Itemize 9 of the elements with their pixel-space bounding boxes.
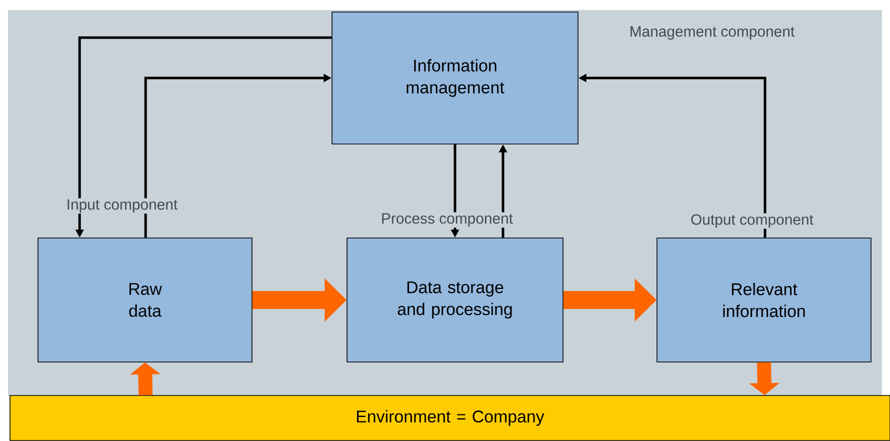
- component-label: Output component: [690, 213, 814, 229]
- process-box: Data storage and processing: [346, 238, 564, 362]
- component-label: Input component: [65, 198, 179, 214]
- component-label: Process component: [380, 212, 514, 228]
- component-label: Management component: [628, 25, 796, 41]
- process-box: Raw data: [38, 238, 252, 362]
- environment-band: Environment = Company: [10, 395, 890, 441]
- process-box: Relevant information: [656, 238, 872, 362]
- process-box: Information management: [332, 12, 578, 144]
